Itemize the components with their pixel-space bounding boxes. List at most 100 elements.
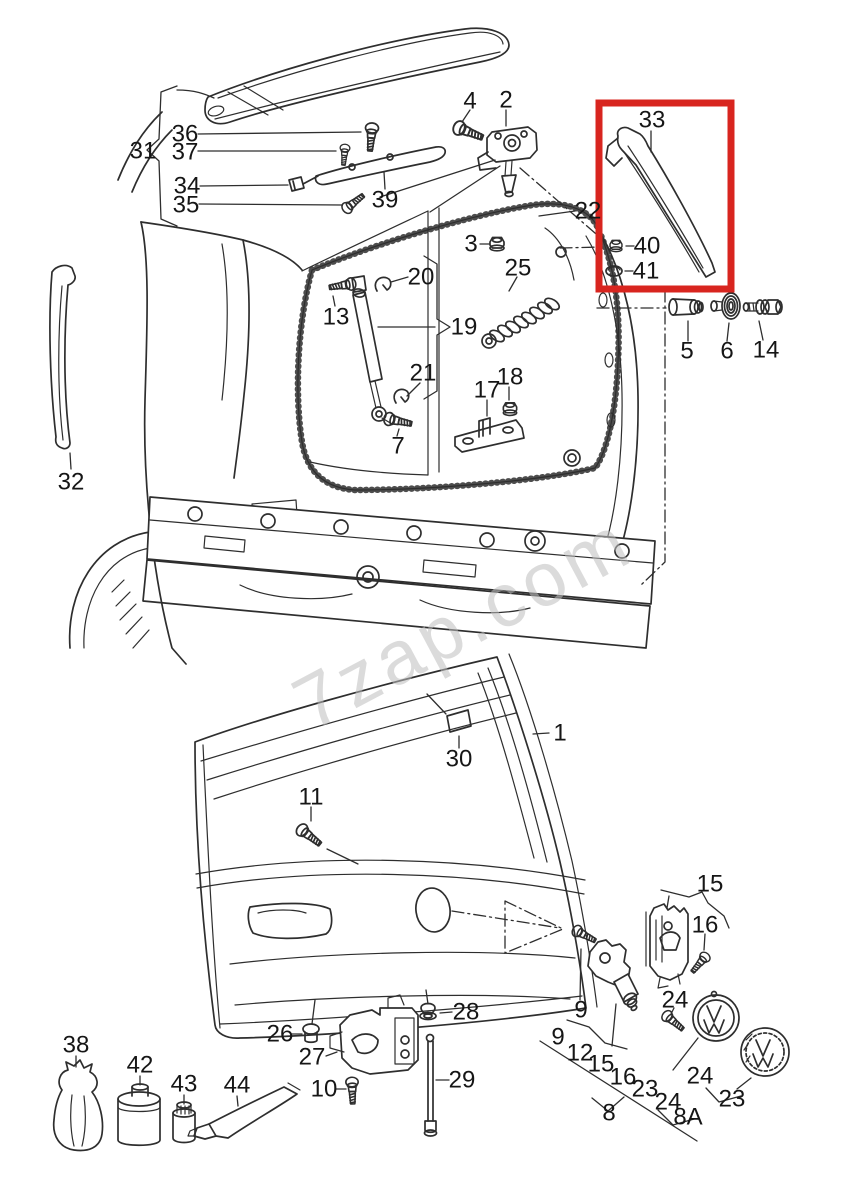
part-label-8-47: 8	[602, 1100, 615, 1127]
tube-44	[187, 1082, 301, 1140]
part-label-20-18: 20	[408, 264, 435, 291]
part-label-34-3: 34	[174, 173, 201, 200]
part-label-17-22: 17	[474, 377, 501, 404]
part-label-13-17: 13	[323, 304, 350, 331]
reference-lines	[451, 167, 667, 954]
screw-10	[344, 1076, 360, 1105]
grommet-6	[710, 292, 741, 320]
part-label-41-13: 41	[633, 258, 660, 285]
window-aperture	[301, 207, 581, 476]
tailgate-drawing	[194, 653, 598, 1039]
part-label-24-46: 24	[655, 1089, 682, 1116]
screw-35	[339, 189, 368, 217]
seal-22	[294, 200, 622, 494]
part-label-14-16: 14	[753, 337, 780, 364]
screw-36	[362, 121, 380, 153]
part-label-37-2: 37	[172, 139, 199, 166]
lock-cylinder-9-12	[587, 939, 639, 1012]
part-label-36-1: 36	[172, 121, 199, 148]
bag-38	[52, 1059, 104, 1152]
part-label-35-4: 35	[173, 192, 200, 219]
part-label-32-24: 32	[58, 469, 85, 496]
latch-15	[645, 903, 689, 989]
gas-strut-assembly	[327, 275, 414, 431]
clip-41	[605, 265, 623, 277]
part-label-19-19: 19	[451, 314, 478, 341]
part-label-40-12: 40	[634, 233, 661, 260]
part-label-44-36: 44	[224, 1072, 251, 1099]
part-label-15-43: 15	[588, 1051, 615, 1078]
leader-lines	[69, 85, 764, 1142]
lock-27	[329, 994, 419, 1075]
part-label-33-11: 33	[639, 107, 666, 134]
rod-29	[423, 1033, 438, 1137]
part-label-23-45: 23	[632, 1076, 659, 1103]
canister-42	[117, 1083, 161, 1147]
part-label-16-44: 16	[610, 1064, 637, 1091]
roof-rail-lines	[117, 111, 173, 193]
screw-14	[742, 299, 783, 315]
part-label-16-38: 16	[692, 912, 719, 939]
part-label-24-49: 24	[687, 1063, 714, 1090]
part-label-11-27: 11	[299, 784, 324, 811]
part-label-23-50: 23	[719, 1086, 746, 1113]
part-label-39-5: 39	[372, 187, 399, 214]
nut-18	[502, 401, 518, 417]
clip-34	[288, 176, 305, 192]
vw-emblem-rear	[740, 1027, 790, 1077]
part-label-21-20: 21	[410, 360, 437, 387]
handle-recess	[247, 902, 333, 940]
part-label-9-41: 9	[551, 1024, 564, 1051]
brake-light-strip	[302, 145, 447, 186]
part-label-26-29: 26	[267, 1021, 294, 1048]
part-label-5-14: 5	[680, 338, 693, 365]
part-label-30-26: 30	[446, 746, 473, 773]
part-label-24-39: 24	[662, 987, 689, 1014]
striker-17	[454, 417, 525, 453]
part-label-43-35: 43	[171, 1071, 198, 1098]
trim-strip-32	[49, 264, 76, 450]
part-label-15-37: 15	[697, 871, 724, 898]
conduit-25	[481, 297, 561, 349]
part-label-29-32: 29	[449, 1067, 476, 1094]
screw-16	[687, 949, 713, 977]
nut-40	[609, 239, 623, 253]
part-label-28-28: 28	[453, 999, 480, 1026]
part-label-25-10: 25	[505, 255, 532, 282]
body-side-panel	[68, 221, 303, 665]
part-label-10-31: 10	[311, 1076, 338, 1103]
part-label-6-15: 6	[720, 338, 733, 365]
part-label-4-6: 4	[463, 88, 476, 115]
part-label-7-23: 7	[391, 433, 404, 460]
cross-member	[142, 496, 656, 649]
part-label-18-21: 18	[497, 364, 524, 391]
vw-emblem-front	[692, 990, 740, 1042]
part-label-1-25: 1	[553, 720, 566, 747]
vw-badge-location	[415, 887, 451, 933]
highlight-box	[595, 99, 735, 293]
clip-20	[374, 276, 392, 292]
nut-3	[489, 236, 505, 252]
part-label-27-30: 27	[299, 1044, 326, 1071]
clip-21	[393, 388, 410, 404]
pad-30	[446, 709, 472, 733]
part-label-22-8: 22	[575, 198, 602, 225]
part-label-31-0: 31	[130, 138, 157, 165]
grommet-26	[302, 1023, 320, 1044]
part-label-38-33: 38	[63, 1032, 90, 1059]
part-label-42-34: 42	[127, 1052, 154, 1079]
trim-strip-33	[605, 126, 716, 278]
buffer-5	[668, 298, 704, 316]
hinge-2	[477, 126, 538, 198]
part-label-9-40: 9	[574, 997, 587, 1024]
bolt-4	[450, 118, 487, 146]
part-label-2-7: 2	[499, 87, 512, 114]
can-43	[172, 1101, 196, 1144]
spoiler-drawing	[204, 27, 510, 125]
part-label-12-42: 12	[567, 1040, 594, 1067]
part-label-3-9: 3	[464, 231, 477, 258]
part-label-8A-48: 8A	[673, 1104, 702, 1131]
